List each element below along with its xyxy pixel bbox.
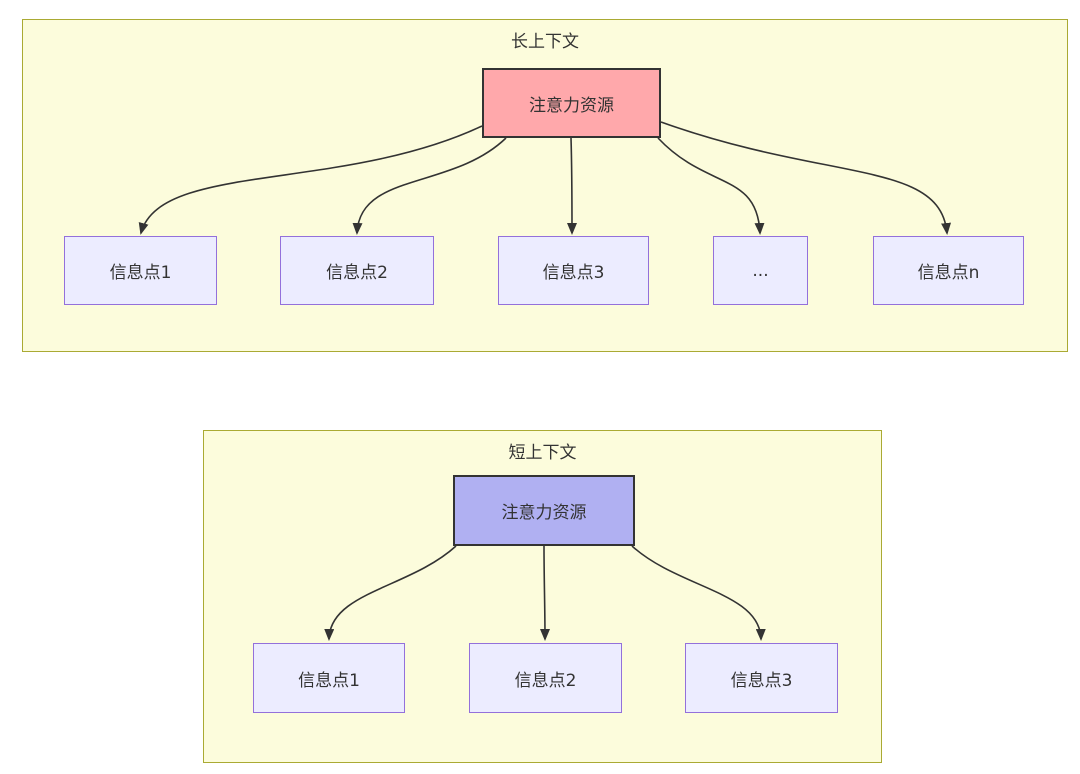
long-info-node-n: 信息点n <box>873 236 1024 305</box>
long-context-title: 长上下文 <box>511 32 579 52</box>
short-info-node-2: 信息点2 <box>469 643 622 713</box>
long-info-label-2: 信息点2 <box>326 263 388 283</box>
short-attention-label: 注意力资源 <box>501 503 587 523</box>
long-attention-node: 注意力资源 <box>482 68 661 138</box>
short-info-label-3: 信息点3 <box>730 670 793 691</box>
long-info-label-n: 信息点n <box>917 263 980 283</box>
long-info-node-2: 信息点2 <box>280 236 434 305</box>
short-context-title: 短上下文 <box>508 443 577 463</box>
long-info-node-1: 信息点1 <box>64 236 217 305</box>
long-attention-label: 注意力资源 <box>529 95 614 116</box>
long-info-node-3: 信息点3 <box>498 236 649 305</box>
short-info-label-2: 信息点2 <box>514 670 577 691</box>
short-info-node-1: 信息点1 <box>253 643 405 713</box>
short-info-label-1: 信息点1 <box>298 670 360 691</box>
short-info-node-3: 信息点3 <box>685 643 838 713</box>
long-info-label-3: 信息点3 <box>542 263 605 283</box>
long-info-label-1: 信息点1 <box>109 263 172 283</box>
long-info-node-ellipsis: ... <box>713 236 808 305</box>
short-attention-node: 注意力资源 <box>453 475 635 546</box>
long-info-label-ellipsis: ... <box>752 260 769 281</box>
